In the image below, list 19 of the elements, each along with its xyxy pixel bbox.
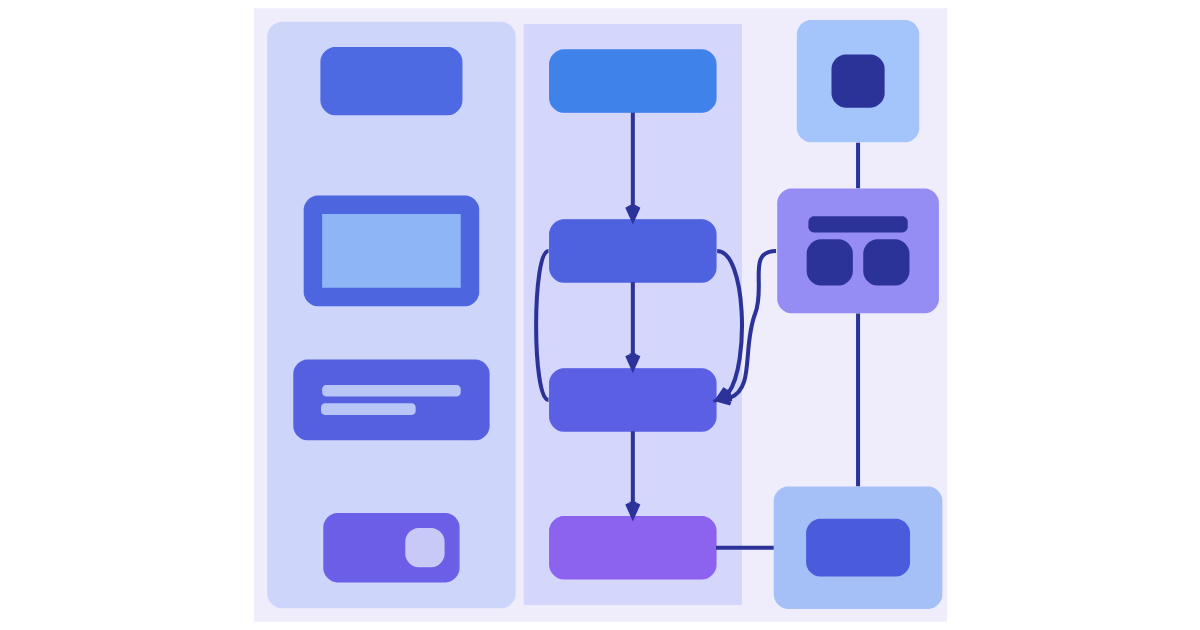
connector — [533, 249, 550, 402]
connector — [715, 545, 774, 550]
node-box — [548, 219, 717, 283]
node-toggle — [322, 513, 460, 583]
arrow — [624, 282, 641, 371]
node-picture — [776, 188, 939, 314]
connector — [855, 142, 860, 189]
node-stadium — [548, 515, 717, 580]
node-picture — [796, 19, 919, 143]
arrow — [624, 112, 641, 222]
connector — [855, 313, 860, 487]
node-box — [548, 368, 717, 432]
arrow — [624, 431, 641, 519]
node-stadium — [548, 49, 717, 113]
node-box — [319, 47, 462, 116]
node-picture — [303, 195, 479, 307]
cluster — [266, 21, 516, 609]
node-picture — [773, 486, 942, 609]
node-picture — [292, 359, 490, 441]
